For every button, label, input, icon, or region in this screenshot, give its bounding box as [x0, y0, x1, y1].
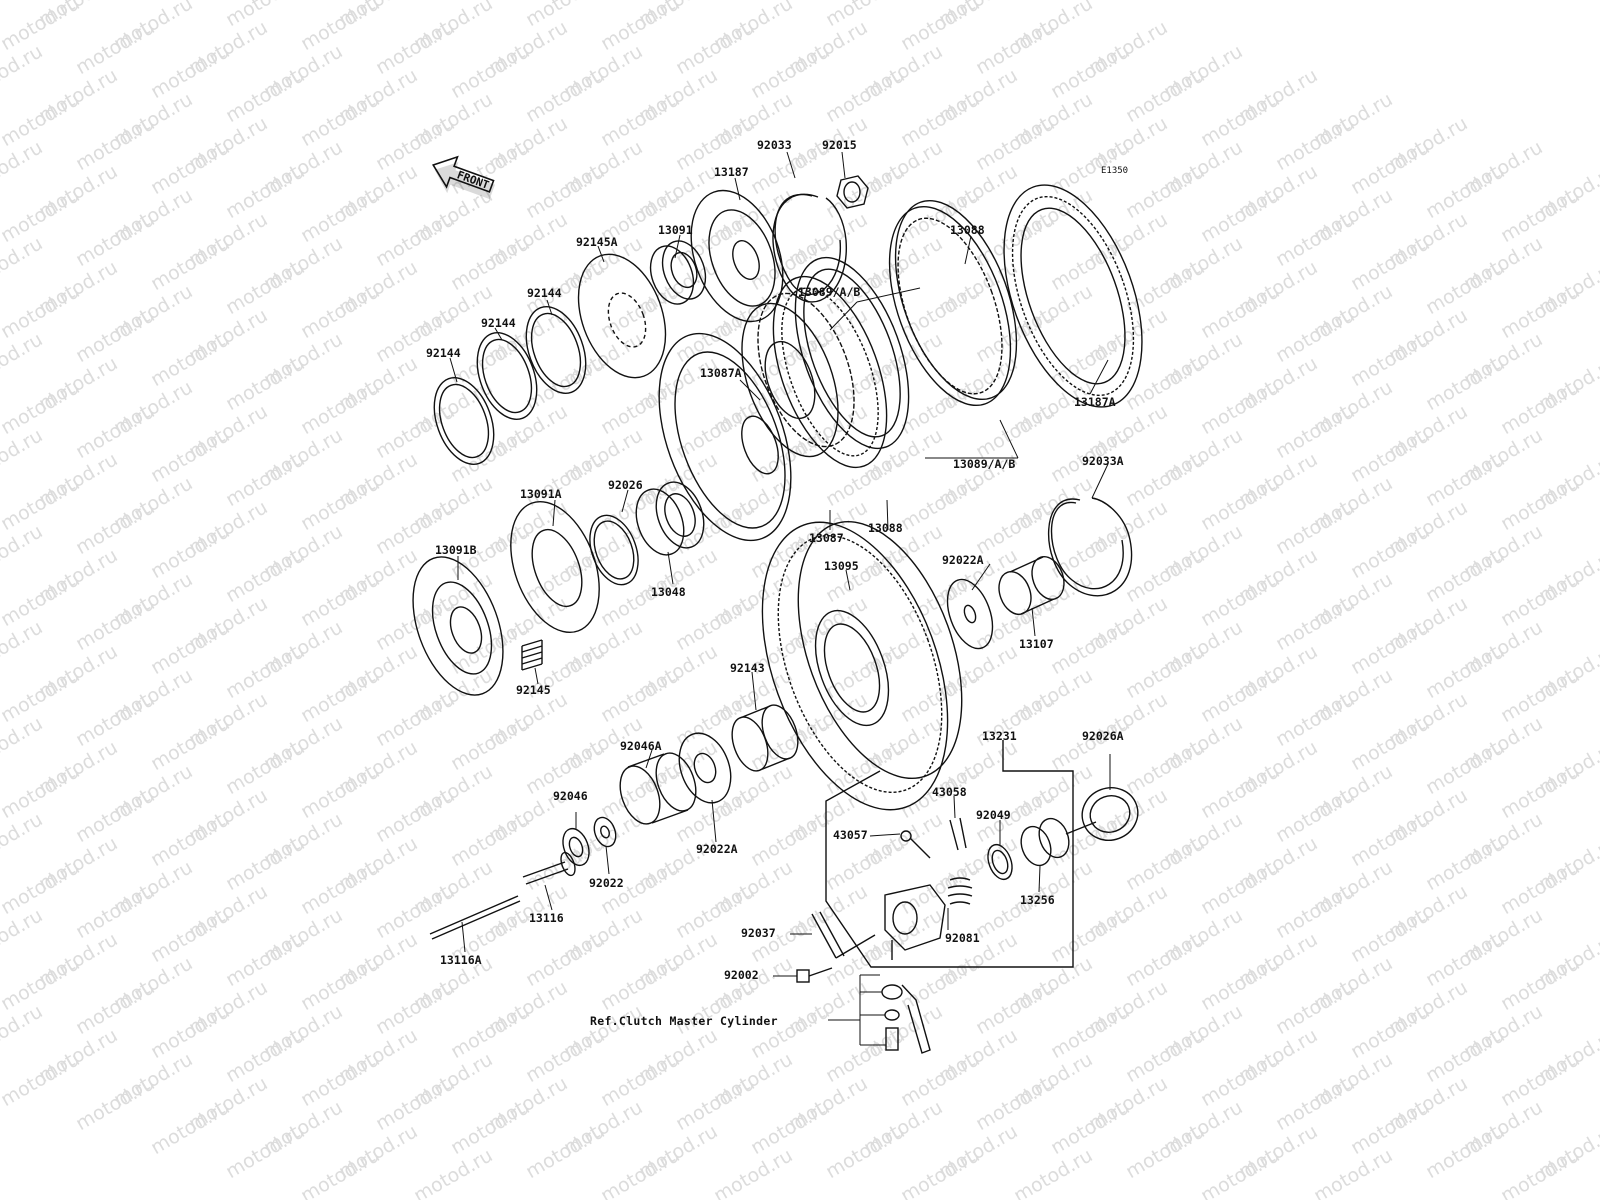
ring-92026 [589, 514, 639, 586]
part-label[interactable]: 92022A [942, 553, 984, 567]
bolt-92002 [796, 967, 833, 983]
part-label[interactable]: 92015 [822, 138, 857, 152]
pin-92037 [811, 911, 876, 959]
part-label[interactable]: 92002 [724, 968, 759, 982]
bleeder-43058 [949, 817, 967, 851]
part-label[interactable]: 13091B [435, 543, 477, 557]
part-label[interactable]: 13091 [658, 223, 693, 237]
part-label[interactable]: 92046 [553, 789, 588, 803]
part-label[interactable]: 92033 [757, 138, 792, 152]
part-label[interactable]: 13089/A/B [798, 285, 861, 299]
collar-92143 [731, 704, 799, 772]
pressure-ring-13187a [1003, 184, 1143, 408]
part-label[interactable]: 13107 [1019, 637, 1054, 651]
pressure-plate-13187 [690, 189, 784, 323]
slave-cylinder-bracket-13231 [825, 740, 1074, 968]
friction-plate-stack-13089 [772, 256, 910, 469]
washer-92022a-lower [678, 732, 732, 804]
part-label[interactable]: 92046A [620, 739, 662, 753]
part-label[interactable]: 13116A [440, 953, 482, 967]
shim-92144-c [525, 306, 587, 394]
leader-lines [449, 151, 1111, 1046]
part-label[interactable]: 92145 [516, 683, 551, 697]
ramp-plate-13091b [412, 556, 504, 696]
spring-92145 [521, 639, 543, 671]
slave-cylinder-body [884, 884, 946, 960]
part-label[interactable]: 92144 [527, 286, 562, 300]
part-label[interactable]: 13089/A/B [953, 457, 1016, 471]
part-label[interactable]: 13256 [1020, 893, 1055, 907]
part-label[interactable]: 13095 [824, 559, 859, 573]
clutch-housing-13095 [761, 520, 963, 811]
part-label[interactable]: 92144 [481, 316, 516, 330]
plate-13087a [658, 332, 792, 542]
bearing-13048 [635, 481, 705, 556]
hub-13091 [649, 240, 707, 305]
washer-92022 [593, 816, 617, 848]
part-label[interactable]: 92143 [730, 661, 765, 675]
spring-plate-92145a [577, 253, 667, 379]
seal-92049 [987, 843, 1013, 881]
nut-92015 [836, 175, 869, 209]
part-label[interactable]: 13091A [520, 487, 562, 501]
part-label[interactable]: 92081 [945, 931, 980, 945]
gasket-92026a [1081, 787, 1139, 841]
part-label[interactable]: 92026A [1082, 729, 1124, 743]
part-label[interactable]: 92022 [589, 876, 624, 890]
cap-43057 [900, 830, 931, 859]
shim-92144-a [433, 377, 495, 465]
spring-92081 [947, 877, 973, 905]
part-label[interactable]: 92026 [608, 478, 643, 492]
circlip-92033a [1047, 497, 1133, 597]
part-label[interactable]: 13087A [700, 366, 742, 380]
part-label[interactable]: 92037 [741, 926, 776, 940]
part-label[interactable]: 92145A [576, 235, 618, 249]
part-label[interactable]: 13116 [529, 911, 564, 925]
part-label[interactable]: 92049 [976, 808, 1011, 822]
part-label[interactable]: 92022A [696, 842, 738, 856]
diagram-code: E1350 [1101, 166, 1129, 176]
part-label[interactable]: 13187 [714, 165, 749, 179]
part-label[interactable]: 92033A [1082, 454, 1124, 468]
circlip-92033 [772, 193, 847, 303]
part-label[interactable]: 13048 [651, 585, 686, 599]
part-label[interactable]: 13231 [982, 729, 1017, 743]
steel-plate-13088 [888, 199, 1018, 407]
bearing-92046 [562, 827, 590, 867]
piston-13256 [1020, 817, 1097, 867]
pushrod-13116 [522, 851, 576, 885]
part-label[interactable]: 13088 [950, 223, 985, 237]
rod-13116a [429, 895, 521, 940]
needle-bearing-92046a [619, 752, 697, 825]
shim-92144-b [476, 332, 538, 420]
part-label[interactable]: 13087 [809, 531, 844, 545]
reference-note: Ref.Clutch Master Cylinder [590, 1014, 778, 1028]
part-label[interactable]: 43058 [932, 785, 967, 799]
part-label[interactable]: 13088 [868, 521, 903, 535]
part-label[interactable]: 92144 [426, 346, 461, 360]
sleeve-13107 [998, 555, 1065, 616]
washer-92022a-top [946, 578, 994, 650]
clutch-hub-13087 [741, 292, 855, 458]
part-label[interactable]: 13187A [1074, 395, 1116, 409]
part-label[interactable]: 43057 [833, 828, 868, 842]
hose-fitting [881, 984, 931, 1054]
front-arrow-icon: FRONT [432, 155, 495, 200]
